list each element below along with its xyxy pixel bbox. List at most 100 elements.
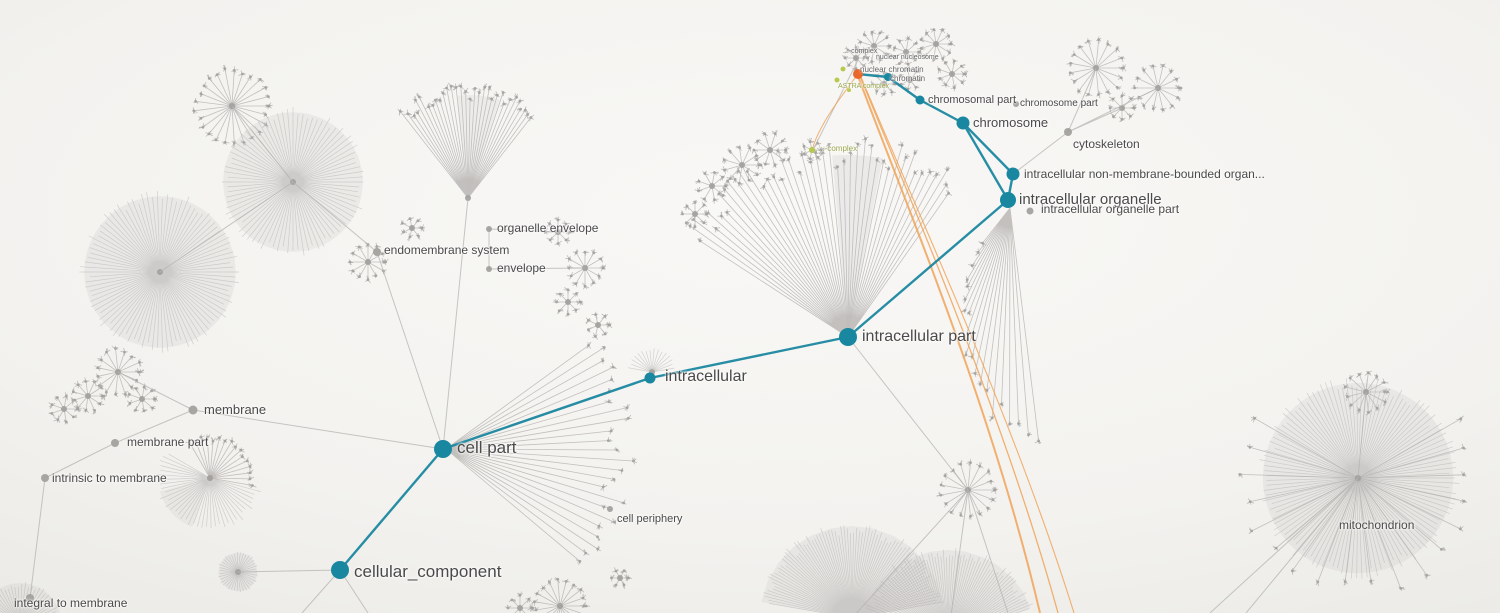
label-mitochondrion[interactable]: mitochondrion <box>1339 518 1415 533</box>
leaf-node[interactable] <box>128 402 132 405</box>
leaf-node[interactable] <box>154 397 157 401</box>
leaf-node[interactable] <box>50 412 54 415</box>
leaf-node[interactable] <box>192 109 196 113</box>
leaf-node[interactable] <box>882 159 886 163</box>
leaf-node[interactable] <box>100 358 103 362</box>
label-membrane-part[interactable]: membrane part <box>127 435 209 450</box>
leaf-node[interactable] <box>866 56 869 60</box>
leaf-node[interactable] <box>1086 39 1090 43</box>
leaf-node[interactable] <box>798 170 802 174</box>
leaf-node[interactable] <box>1129 115 1132 118</box>
leaf-node[interactable] <box>939 493 943 497</box>
leaf-node[interactable] <box>949 42 953 46</box>
leaf-node[interactable] <box>454 86 458 89</box>
leaf-node[interactable] <box>721 194 725 197</box>
node-intracellular-part[interactable] <box>839 328 857 346</box>
leaf-node[interactable] <box>587 319 590 322</box>
leaf-node[interactable] <box>264 113 267 116</box>
leaf-node[interactable] <box>757 163 761 167</box>
leaf-node[interactable] <box>398 110 402 113</box>
leaf-node[interactable] <box>248 471 252 475</box>
leaf-node[interactable] <box>73 398 77 402</box>
label-cell-periphery[interactable]: cell periphery <box>617 512 683 525</box>
leaf-node[interactable] <box>234 445 237 449</box>
leaf-node[interactable] <box>914 58 917 62</box>
leaf-node[interactable] <box>685 204 689 208</box>
leaf-node[interactable] <box>1274 546 1278 550</box>
leaf-node[interactable] <box>620 469 624 472</box>
leaf-node[interactable] <box>358 275 361 279</box>
leaf-node[interactable] <box>523 108 527 112</box>
leaf-node[interactable] <box>568 230 572 234</box>
leaf-node[interactable] <box>1369 579 1373 583</box>
leaf-node[interactable] <box>882 92 886 96</box>
leaf-node[interactable] <box>1106 42 1110 46</box>
leaf-node[interactable] <box>548 222 551 226</box>
term-node[interactable] <box>1013 101 1019 107</box>
leaf-node[interactable] <box>1133 86 1136 90</box>
leaf-node[interactable] <box>713 198 716 202</box>
leaf-node[interactable] <box>188 441 191 444</box>
leaf-node[interactable] <box>194 441 198 444</box>
leaf-node[interactable] <box>556 218 560 222</box>
leaf-node[interactable] <box>211 439 215 443</box>
leaf-node[interactable] <box>473 87 477 90</box>
leaf-node[interactable] <box>501 91 505 94</box>
leaf-node[interactable] <box>626 576 630 580</box>
leaf-node[interactable] <box>924 54 927 58</box>
leaf-node[interactable] <box>594 313 597 316</box>
leaf-node[interactable] <box>724 184 728 188</box>
leaf-node[interactable] <box>584 604 588 608</box>
leaf-node[interactable] <box>366 278 370 282</box>
term-node[interactable] <box>607 506 613 512</box>
leaf-node[interactable] <box>1097 38 1100 41</box>
leaf-node[interactable] <box>534 608 538 612</box>
leaf-node[interactable] <box>755 173 759 177</box>
leaf-node[interactable] <box>914 85 918 89</box>
leaf-node[interactable] <box>612 478 616 481</box>
leaf-node[interactable] <box>488 85 491 89</box>
leaf-node[interactable] <box>1366 371 1370 375</box>
leaf-node[interactable] <box>267 104 271 108</box>
leaf-node[interactable] <box>548 238 552 242</box>
leaf-node[interactable] <box>1399 586 1403 590</box>
green-term-node[interactable] <box>847 88 851 92</box>
term-node[interactable] <box>486 266 492 272</box>
leaf-node[interactable] <box>515 95 518 99</box>
leaf-node[interactable] <box>199 116 203 120</box>
leaf-node[interactable] <box>408 235 412 239</box>
leaf-node[interactable] <box>1383 400 1387 404</box>
leaf-node[interactable] <box>1000 402 1003 406</box>
leaf-node[interactable] <box>449 84 453 88</box>
leaf-node[interactable] <box>230 439 234 443</box>
label-intrinsic-to-membrane[interactable]: intrinsic to membrane <box>52 471 167 486</box>
leaf-node[interactable] <box>862 64 866 68</box>
leaf-node[interactable] <box>574 282 578 286</box>
leaf-node[interactable] <box>239 448 243 452</box>
leaf-node[interactable] <box>1120 118 1124 121</box>
leaf-node[interactable] <box>913 151 917 155</box>
leaf-node[interactable] <box>1108 106 1112 110</box>
leaf-node[interactable] <box>875 158 879 162</box>
leaf-node[interactable] <box>142 385 146 389</box>
leaf-node[interactable] <box>251 484 254 487</box>
leaf-node[interactable] <box>723 168 726 172</box>
leaf-node[interactable] <box>142 409 146 413</box>
leaf-node[interactable] <box>1367 411 1370 414</box>
leaf-node[interactable] <box>962 72 966 76</box>
leaf-node[interactable] <box>989 479 993 483</box>
leaf-node[interactable] <box>477 91 481 94</box>
leaf-node[interactable] <box>892 55 896 58</box>
leaf-node[interactable] <box>993 488 996 492</box>
leaf-node[interactable] <box>490 97 494 101</box>
leaf-node[interactable] <box>978 382 982 386</box>
leaf-node[interactable] <box>1375 406 1379 410</box>
leaf-node[interactable] <box>581 596 585 600</box>
leaf-node[interactable] <box>856 142 860 146</box>
cluster-node[interactable] <box>853 55 859 61</box>
leaf-node[interactable] <box>913 171 917 175</box>
leaf-node[interactable] <box>583 284 587 288</box>
leaf-node[interactable] <box>784 148 788 152</box>
cluster-node[interactable] <box>517 605 523 611</box>
